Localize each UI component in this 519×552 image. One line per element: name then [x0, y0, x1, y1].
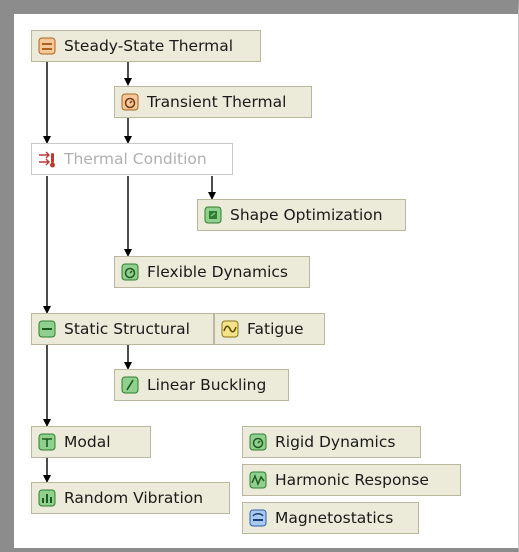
static-structural-green-icon: [38, 320, 56, 338]
system-modal[interactable]: Modal: [31, 426, 151, 458]
system-static-structural[interactable]: Static Structural: [31, 313, 214, 345]
random-vibration-green-icon: [38, 489, 56, 507]
system-random-vibration-label: Random Vibration: [64, 489, 204, 507]
system-shape-optimization[interactable]: Shape Optimization: [197, 199, 406, 231]
harmonic-response-green-icon: [249, 471, 267, 489]
shape-optimization-green-icon: [204, 206, 222, 224]
system-linear-buckling[interactable]: Linear Buckling: [114, 369, 289, 401]
fatigue-yellow-icon: [221, 320, 239, 338]
system-thermal-condition-label: Thermal Condition: [64, 150, 207, 168]
system-fatigue-label: Fatigue: [247, 320, 304, 338]
thermal-orange-icon: [38, 37, 56, 55]
system-harmonic-response-label: Harmonic Response: [275, 471, 429, 489]
flexible-dynamics-green-icon: [121, 263, 139, 281]
system-transient-thermal-label: Transient Thermal: [147, 93, 287, 111]
thermal-condition-icon: [38, 150, 56, 168]
linear-buckling-green-icon: [121, 376, 139, 394]
system-harmonic-response[interactable]: Harmonic Response: [242, 464, 461, 496]
system-rigid-dynamics-label: Rigid Dynamics: [275, 433, 396, 451]
system-linear-buckling-label: Linear Buckling: [147, 376, 267, 394]
system-shape-optimization-label: Shape Optimization: [230, 206, 383, 224]
system-transient-thermal[interactable]: Transient Thermal: [114, 86, 312, 118]
system-steady-state-thermal-label: Steady-State Thermal: [64, 37, 234, 55]
system-thermal-condition[interactable]: Thermal Condition: [31, 143, 233, 175]
system-rigid-dynamics[interactable]: Rigid Dynamics: [242, 426, 421, 458]
system-steady-state-thermal[interactable]: Steady-State Thermal: [31, 30, 261, 62]
system-magnetostatics[interactable]: Magnetostatics: [242, 502, 419, 534]
rigid-dynamics-green-icon: [249, 433, 267, 451]
system-flexible-dynamics[interactable]: Flexible Dynamics: [114, 256, 310, 288]
modal-green-icon: [38, 433, 56, 451]
magnetostatics-blue-icon: [249, 509, 267, 527]
system-magnetostatics-label: Magnetostatics: [275, 509, 394, 527]
system-static-structural-label: Static Structural: [64, 320, 190, 338]
system-random-vibration[interactable]: Random Vibration: [31, 482, 230, 514]
system-fatigue[interactable]: Fatigue: [214, 313, 325, 345]
transient-orange-icon: [121, 93, 139, 111]
system-modal-label: Modal: [64, 433, 111, 451]
system-flexible-dynamics-label: Flexible Dynamics: [147, 263, 289, 281]
